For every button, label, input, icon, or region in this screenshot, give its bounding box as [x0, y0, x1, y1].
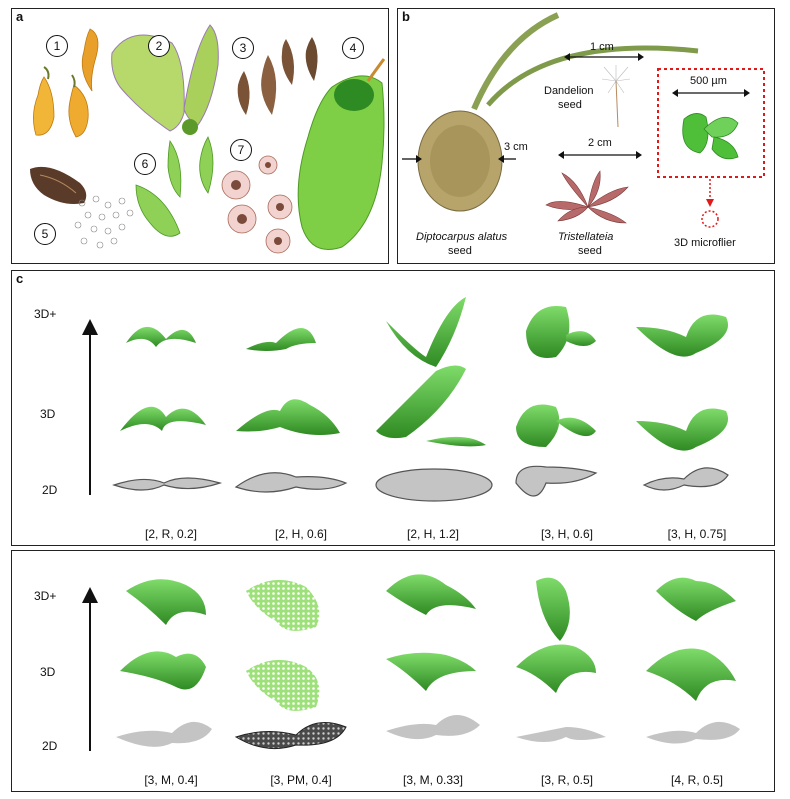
bottom-caption-4: [3, R, 0.5] [540, 773, 594, 787]
top-caption-5: [3, H, 0.75] [667, 527, 727, 541]
tristellateia-seed-word: seed [578, 245, 602, 257]
seed-number-5: 5 [34, 223, 56, 245]
panel-a: a [11, 8, 389, 264]
panel-a-label: a [16, 9, 24, 24]
level-label-3dplus-bottom: 3D+ [34, 589, 57, 603]
panel-b-illustrations [402, 12, 765, 228]
top-fliers [112, 297, 729, 502]
seed-4-illustration [297, 58, 386, 250]
seed-number-6: 6 [134, 153, 156, 175]
bottom-caption-2: [3, PM, 0.4] [270, 773, 332, 787]
seed-number-7: 7 [230, 139, 252, 161]
level-label-3dplus: 3D+ [34, 307, 57, 321]
bottom-caption-1: [3, M, 0.4] [144, 773, 198, 787]
bottom-fliers [116, 574, 740, 750]
panel-b-label: b [402, 9, 410, 24]
dandelion-seed-word: seed [558, 99, 582, 111]
tristellateia-name: Tristellateia [558, 231, 614, 243]
seed-number-2: 2 [148, 35, 170, 57]
seed-illustrations [30, 24, 386, 254]
level-label-2d: 2D [42, 483, 58, 497]
panel-c-bottom: 3D+ 3D 2D [11, 550, 775, 792]
top-caption-2: [2, H, 0.6] [274, 527, 328, 541]
seed-number-3: 3 [232, 37, 254, 59]
dipterocarpus-seed-word: seed [448, 245, 472, 257]
top-caption-3: [2, H, 1.2] [406, 527, 460, 541]
dipterocarpus-name: Diptocarpus alatus [416, 231, 508, 243]
level-label-3d: 3D [40, 407, 56, 421]
bottom-caption-5: [4, R, 0.5] [670, 773, 724, 787]
seed-1-illustration [33, 28, 99, 138]
bottom-caption-3: [3, M, 0.33] [402, 773, 464, 787]
top-arrow [82, 319, 98, 495]
tristellateia-size-label: 2 cm [588, 137, 612, 149]
panel-b: b [397, 8, 775, 264]
top-caption-1: [2, R, 0.2] [144, 527, 198, 541]
microflier-size-label: 500 µm [690, 75, 727, 87]
dipterocarpus-size-label: 3 cm [504, 141, 528, 153]
seed-3-illustration [237, 37, 318, 115]
seed-5-illustration [30, 166, 134, 249]
panel-c-top: c 3D+ 3D 2D [2, R, 0.2 [11, 270, 775, 546]
bottom-arrow [82, 587, 98, 751]
seed-7-illustration [221, 155, 293, 254]
panel-c-label: c [16, 271, 24, 286]
top-caption-4: [3, H, 0.6] [540, 527, 594, 541]
level-label-3d-bottom: 3D [40, 665, 56, 679]
microflier-name: 3D microflier [674, 237, 736, 249]
seed-6-illustration [135, 136, 214, 237]
level-label-2d-bottom: 2D [42, 739, 58, 753]
dandelion-name: Dandelion [544, 85, 594, 97]
dandelion-size-label: 1 cm [590, 41, 614, 53]
seed-number-4: 4 [342, 37, 364, 59]
seed-number-1: 1 [46, 35, 68, 57]
